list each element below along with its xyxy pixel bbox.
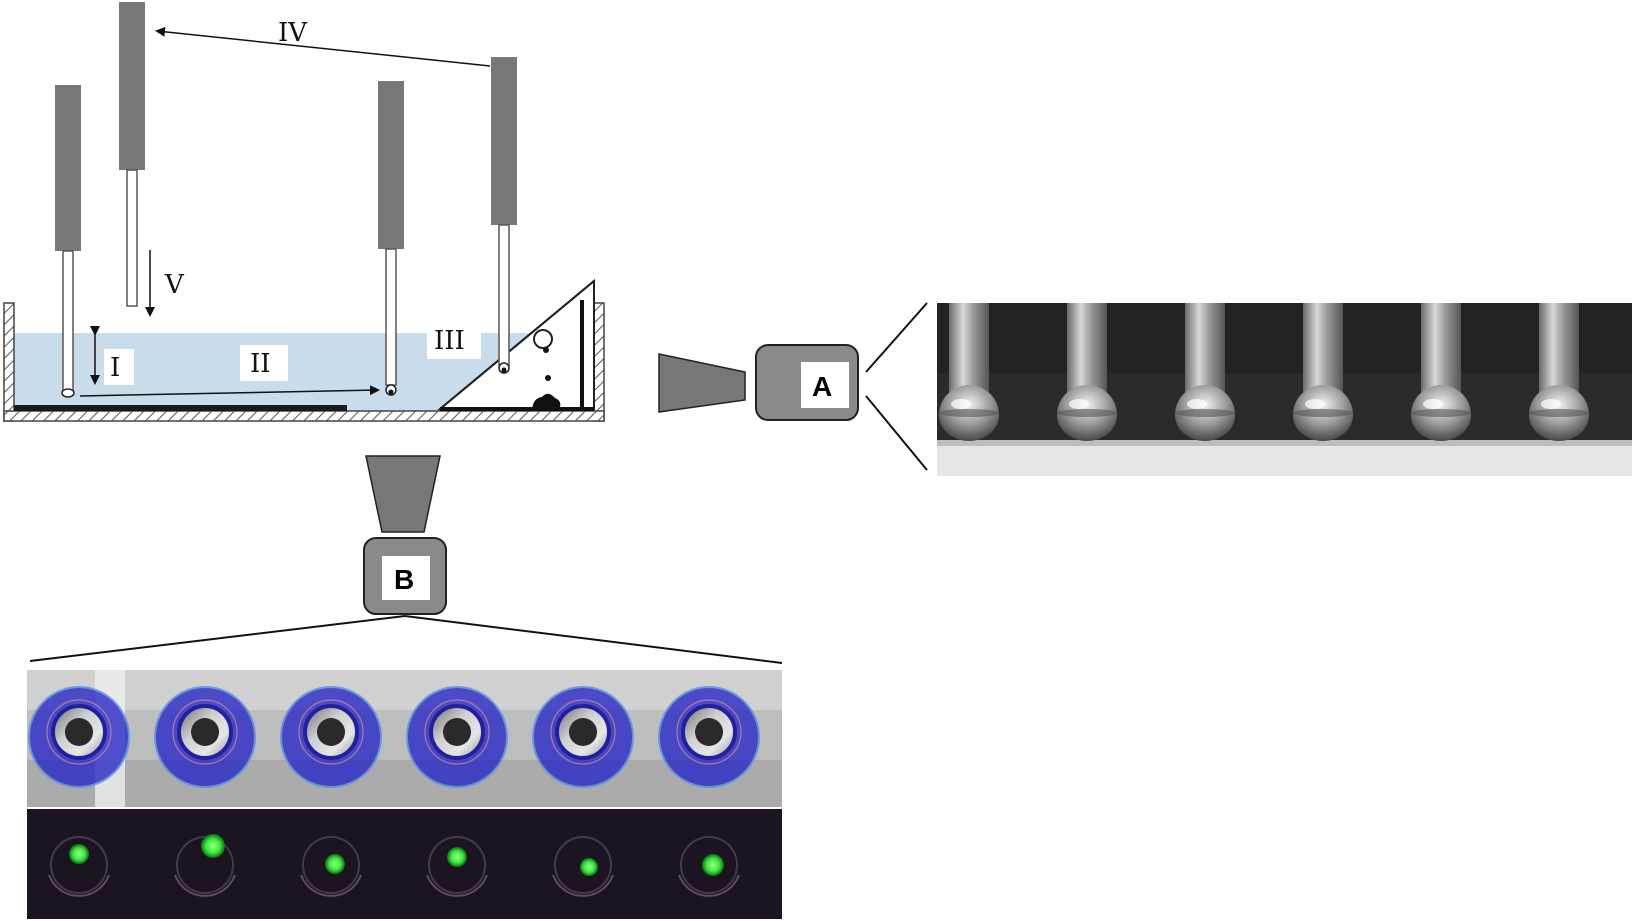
side-droplet-4 xyxy=(1293,303,1353,441)
step-label-5: V xyxy=(164,270,185,300)
side-droplet-6 xyxy=(1529,303,1589,441)
aggregate xyxy=(532,393,561,410)
camera-b: B xyxy=(29,455,783,664)
camera-a: A xyxy=(658,302,928,471)
camera-a-lens xyxy=(658,353,746,413)
step-label-4: IV xyxy=(278,18,308,48)
fluorescence-well-3 xyxy=(300,836,362,897)
probe-4 xyxy=(491,57,517,374)
brightfield-well-3 xyxy=(280,686,382,788)
tank-left-wall xyxy=(3,302,15,422)
substrate-strip xyxy=(14,405,347,411)
fluorescence-well-4 xyxy=(426,836,488,897)
brightfield-well-4 xyxy=(406,686,508,788)
camera-a-label: A xyxy=(812,371,832,402)
probe-2 xyxy=(119,2,145,307)
step-label-1: I xyxy=(110,353,120,383)
side-view-photo xyxy=(937,303,1632,476)
camera-b-label: B xyxy=(394,564,414,595)
side-droplet-1 xyxy=(939,303,999,441)
brightfield-well-6 xyxy=(658,686,760,788)
side-droplet-3 xyxy=(1175,303,1235,441)
tank-floor xyxy=(3,410,605,422)
fluorescence-well-1 xyxy=(48,836,110,897)
bottom-view-brightfield xyxy=(27,670,782,807)
brightfield-well-2 xyxy=(154,686,256,788)
side-droplet-5 xyxy=(1411,303,1471,441)
brightfield-well-1 xyxy=(28,686,130,788)
step-label-2: II xyxy=(250,349,271,379)
fluorescence-well-5 xyxy=(552,836,614,897)
fluorescence-well-6 xyxy=(678,836,740,897)
fluorescence-well-2 xyxy=(174,834,236,897)
tank-right-wall xyxy=(593,302,605,422)
probe-1 xyxy=(55,85,81,398)
bottom-view-fluorescence xyxy=(27,809,782,919)
brightfield-well-5 xyxy=(532,686,634,788)
arrow-step-4 xyxy=(155,26,491,67)
bubble xyxy=(533,329,553,349)
side-droplet-2 xyxy=(1057,303,1117,441)
camera-b-lens xyxy=(365,455,441,533)
arrow-step-2 xyxy=(79,385,380,397)
probe-3 xyxy=(378,81,404,396)
liquid-tank xyxy=(3,278,605,422)
step-label-3: III xyxy=(434,326,465,356)
